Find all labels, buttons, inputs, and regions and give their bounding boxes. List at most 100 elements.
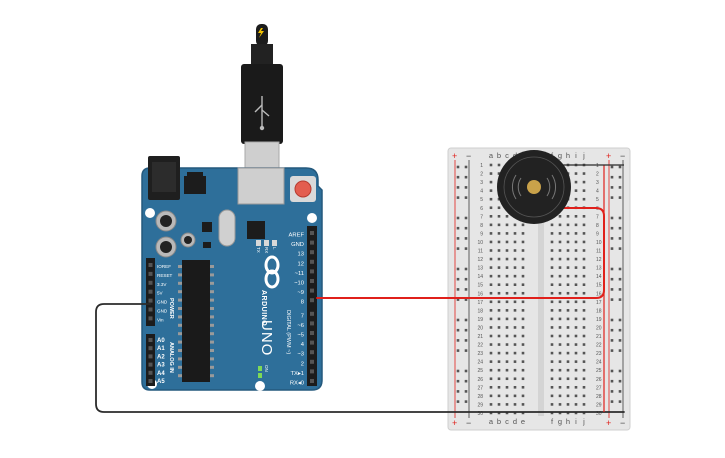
breadboard-hole[interactable] xyxy=(558,360,562,363)
breadboard-hole[interactable] xyxy=(558,283,562,286)
header-pin[interactable] xyxy=(310,311,314,316)
breadboard-hole[interactable] xyxy=(574,394,578,398)
breadboard-hole[interactable] xyxy=(582,180,586,184)
breadboard-hole[interactable] xyxy=(489,300,493,304)
breadboard-hole[interactable] xyxy=(497,291,501,295)
breadboard-hole[interactable] xyxy=(521,274,525,278)
breadboard-hole[interactable] xyxy=(558,266,562,269)
breadboard-hole[interactable] xyxy=(558,351,562,355)
breadboard-hole[interactable] xyxy=(582,172,586,175)
header-pin[interactable] xyxy=(148,280,153,285)
breadboard-hole[interactable] xyxy=(489,215,493,218)
breadboard-hole[interactable] xyxy=(582,189,586,192)
breadboard-hole[interactable] xyxy=(566,360,570,363)
breadboard-hole[interactable] xyxy=(489,403,493,406)
rail-hole[interactable] xyxy=(618,400,622,403)
breadboard-hole[interactable] xyxy=(489,377,493,381)
rail-hole[interactable] xyxy=(610,318,614,322)
breadboard-hole[interactable] xyxy=(574,377,578,381)
usb-cable-icon[interactable] xyxy=(241,24,283,185)
breadboard-hole[interactable] xyxy=(489,309,493,312)
breadboard-hole[interactable] xyxy=(550,291,554,295)
rail-hole[interactable] xyxy=(456,328,460,332)
breadboard-hole[interactable] xyxy=(550,300,554,304)
header-pin[interactable] xyxy=(310,298,314,303)
breadboard-hole[interactable] xyxy=(582,394,586,398)
breadboard-hole[interactable] xyxy=(513,240,517,244)
breadboard-hole[interactable] xyxy=(566,249,570,252)
breadboard-hole[interactable] xyxy=(521,326,525,329)
breadboard-hole[interactable] xyxy=(513,300,517,304)
breadboard-hole[interactable] xyxy=(505,317,509,321)
breadboard-hole[interactable] xyxy=(566,274,570,278)
rail-hole[interactable] xyxy=(610,328,614,332)
breadboard-hole[interactable] xyxy=(489,386,493,389)
breadboard-hole[interactable] xyxy=(505,309,509,312)
breadboard-hole[interactable] xyxy=(497,309,501,312)
rail-hole[interactable] xyxy=(456,196,460,199)
breadboard-hole[interactable] xyxy=(489,274,493,278)
rail-hole[interactable] xyxy=(456,277,460,281)
breadboard-hole[interactable] xyxy=(582,249,586,252)
header-pin[interactable] xyxy=(310,231,314,235)
breadboard-hole[interactable] xyxy=(497,351,501,355)
breadboard-hole[interactable] xyxy=(497,215,501,218)
header-pin[interactable] xyxy=(148,370,153,375)
breadboard-hole[interactable] xyxy=(497,206,501,210)
breadboard-hole[interactable] xyxy=(489,317,493,321)
breadboard-hole[interactable] xyxy=(550,368,554,372)
breadboard-hole[interactable] xyxy=(497,163,501,167)
breadboard-hole[interactable] xyxy=(582,386,586,389)
breadboard-hole[interactable] xyxy=(505,215,509,218)
breadboard-hole[interactable] xyxy=(505,300,509,304)
breadboard-hole[interactable] xyxy=(550,326,554,329)
rail-hole[interactable] xyxy=(456,349,460,352)
breadboard-hole[interactable] xyxy=(558,411,562,415)
rail-hole[interactable] xyxy=(618,298,622,301)
rail-hole[interactable] xyxy=(464,369,468,373)
breadboard-hole[interactable] xyxy=(497,317,501,321)
breadboard-hole[interactable] xyxy=(558,223,562,227)
rail-hole[interactable] xyxy=(610,165,614,169)
breadboard-hole[interactable] xyxy=(489,360,493,363)
breadboard-hole[interactable] xyxy=(550,411,554,415)
breadboard-hole[interactable] xyxy=(566,403,570,406)
breadboard-hole[interactable] xyxy=(497,326,501,329)
rail-hole[interactable] xyxy=(610,298,614,301)
rail-hole[interactable] xyxy=(464,226,468,230)
breadboard-hole[interactable] xyxy=(513,343,517,346)
breadboard-hole[interactable] xyxy=(497,172,501,175)
breadboard-hole[interactable] xyxy=(497,266,501,269)
rail-hole[interactable] xyxy=(456,216,460,220)
breadboard-hole[interactable] xyxy=(558,394,562,398)
breadboard-hole[interactable] xyxy=(550,343,554,346)
rail-hole[interactable] xyxy=(456,226,460,230)
rail-hole[interactable] xyxy=(464,196,468,199)
breadboard-hole[interactable] xyxy=(489,223,493,227)
breadboard-hole[interactable] xyxy=(574,317,578,321)
breadboard-hole[interactable] xyxy=(505,343,509,346)
breadboard-hole[interactable] xyxy=(550,249,554,252)
header-pin[interactable] xyxy=(310,240,314,245)
breadboard-hole[interactable] xyxy=(574,351,578,355)
breadboard-hole[interactable] xyxy=(550,394,554,398)
breadboard-hole[interactable] xyxy=(550,351,554,355)
breadboard-hole[interactable] xyxy=(582,232,586,235)
breadboard-hole[interactable] xyxy=(558,377,562,381)
rail-hole[interactable] xyxy=(456,165,460,169)
breadboard-hole[interactable] xyxy=(558,386,562,389)
breadboard-hole[interactable] xyxy=(574,180,578,184)
breadboard-hole[interactable] xyxy=(574,172,578,175)
rail-hole[interactable] xyxy=(618,237,622,240)
arduino-uno-board[interactable]: ARDUINO UNO DIGITAL (PWM ~) POWER ANALOG… xyxy=(141,156,323,391)
breadboard-hole[interactable] xyxy=(582,377,586,381)
breadboard-hole[interactable] xyxy=(497,257,501,261)
breadboard-hole[interactable] xyxy=(521,249,525,252)
breadboard-hole[interactable] xyxy=(574,291,578,295)
rail-hole[interactable] xyxy=(610,339,614,342)
breadboard-hole[interactable] xyxy=(566,232,570,235)
rail-hole[interactable] xyxy=(618,165,622,169)
breadboard-hole[interactable] xyxy=(513,403,517,406)
breadboard-hole[interactable] xyxy=(550,232,554,235)
rail-hole[interactable] xyxy=(464,277,468,281)
